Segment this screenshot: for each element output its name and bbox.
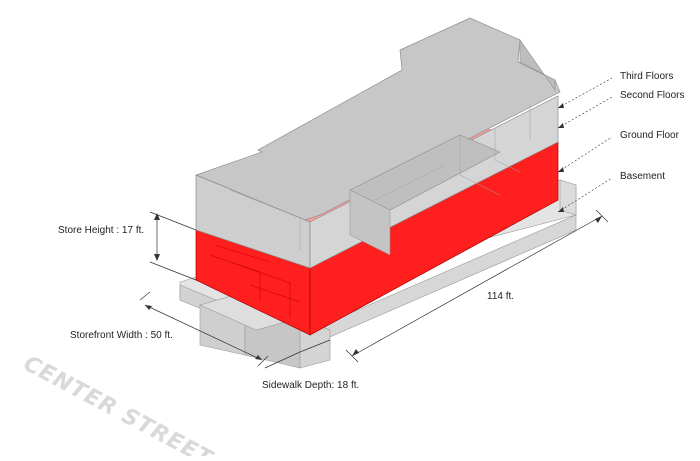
label-third-floors: Third Floors xyxy=(620,71,673,82)
store-height-dimension xyxy=(149,211,197,281)
store-height-label: Store Height : 17 ft. xyxy=(58,225,144,236)
upper-floors-volume xyxy=(195,17,561,269)
sidewalk-depth-label: Sidewalk Depth: 18 ft. xyxy=(262,380,359,391)
street-name: CENTER STREET xyxy=(19,351,217,456)
storefront-width-label: Storefront Width : 50 ft. xyxy=(70,330,173,341)
label-second-floors: Second Floors xyxy=(620,90,684,101)
floor-leader-lines xyxy=(557,77,613,213)
label-basement: Basement xyxy=(620,171,665,182)
label-ground-floor: Ground Floor xyxy=(620,130,680,141)
sidewalk-depth-dimension xyxy=(264,339,331,369)
depth-label: 114 ft. xyxy=(487,291,514,302)
leader-arrowheads xyxy=(558,103,564,212)
storefront-width-dimension xyxy=(139,291,269,367)
